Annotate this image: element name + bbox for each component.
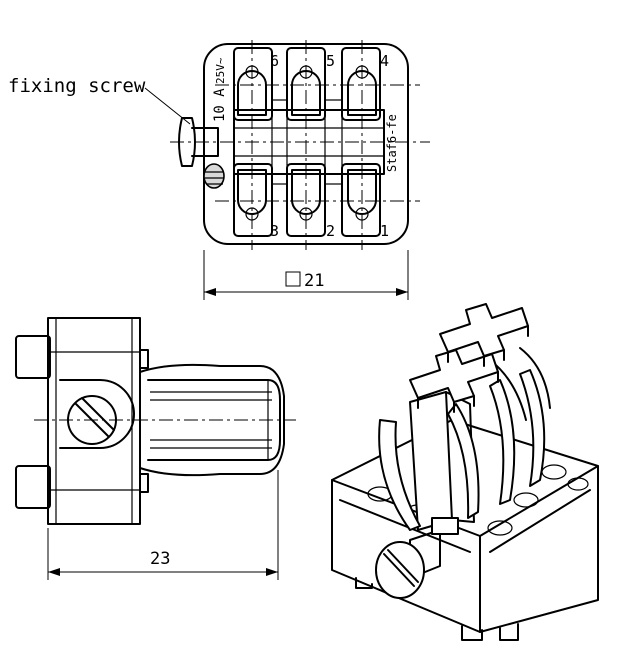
iso-fixing-screw xyxy=(375,529,441,599)
side-pin-top xyxy=(15,335,51,379)
side-pin-bottom xyxy=(15,465,51,509)
side-view: 23 xyxy=(15,317,296,580)
dimension-23: 23 xyxy=(47,470,279,580)
fixing-screw-leader xyxy=(144,87,191,125)
center-channel xyxy=(233,109,385,175)
side-insert-outer xyxy=(139,363,285,477)
pin-2-label: 2 xyxy=(326,222,335,240)
contact-4 xyxy=(341,47,381,121)
contact-6 xyxy=(233,47,273,121)
contact-1 xyxy=(341,163,381,237)
rating-current-label: 10 A xyxy=(212,88,228,122)
dimension-21: 21 xyxy=(203,250,409,300)
contact-2 xyxy=(286,163,326,237)
top-view: fixing screw 6 5 4 3 2 1 10 A 25V~ Staf6… xyxy=(8,40,430,300)
pin-5-label: 5 xyxy=(326,52,335,70)
fixing-screw xyxy=(178,117,225,189)
iso-contact-tab xyxy=(431,517,459,535)
isometric-view xyxy=(331,303,599,641)
pin-4-label: 4 xyxy=(380,52,389,70)
pin-1-label: 1 xyxy=(380,222,389,240)
square-dimension-value: 21 xyxy=(304,271,324,291)
side-dimension-value: 23 xyxy=(150,549,170,569)
screw-housing xyxy=(59,379,135,449)
type-code-label: Staf6-fe xyxy=(385,114,399,172)
rating-voltage-label: 25V~ xyxy=(214,57,227,84)
iso-top-crosses xyxy=(409,303,529,413)
pin-3-label: 3 xyxy=(270,222,279,240)
fixing-screw-label: fixing screw xyxy=(8,75,146,97)
square-symbol xyxy=(285,271,301,287)
contact-3 xyxy=(233,163,273,237)
pin-6-label: 6 xyxy=(270,52,279,70)
contact-5 xyxy=(286,47,326,121)
iso-contact-fingers xyxy=(378,347,551,535)
